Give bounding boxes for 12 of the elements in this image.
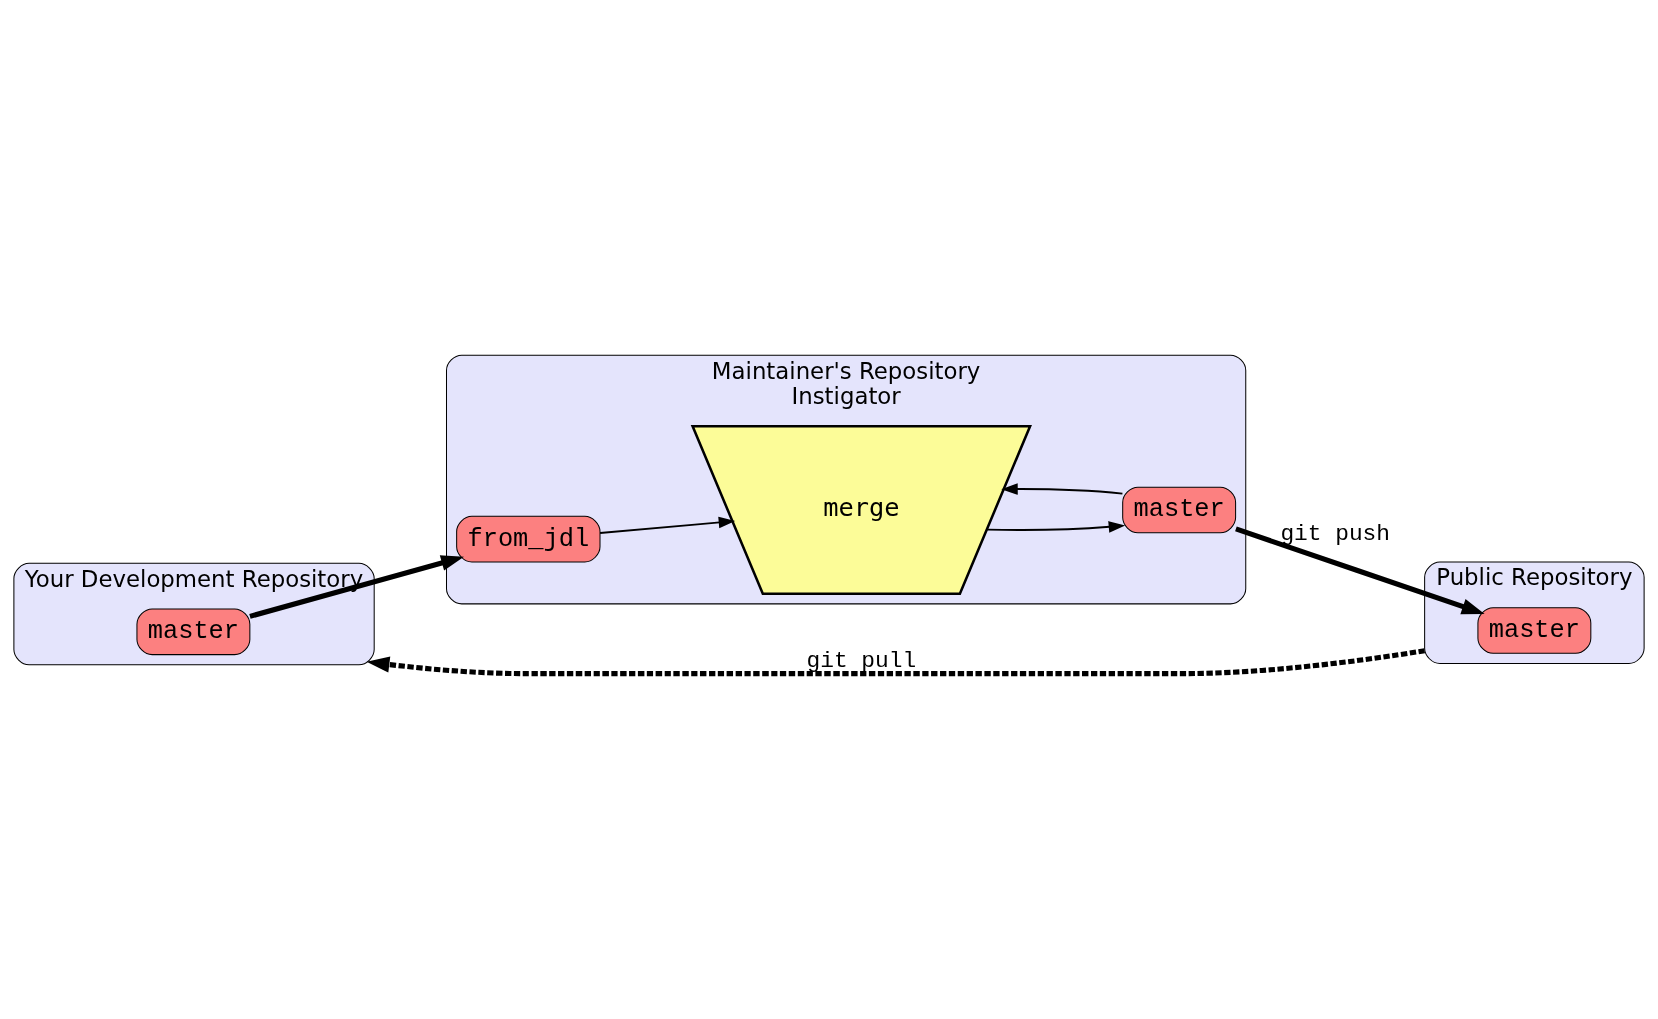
arrow — [366, 647, 1426, 676]
arrow — [1235, 526, 1485, 614]
edge-label: git push — [1280, 520, 1390, 547]
node-box: master — [136, 607, 251, 655]
edge-label: git pull — [806, 647, 917, 674]
node-box: from_jdl — [456, 515, 601, 562]
arrow — [986, 520, 1126, 533]
node-box: master — [1477, 606, 1592, 654]
arrow — [249, 554, 464, 619]
node-box: master — [1122, 486, 1237, 533]
arrow — [599, 516, 736, 534]
arrow — [1001, 482, 1124, 495]
